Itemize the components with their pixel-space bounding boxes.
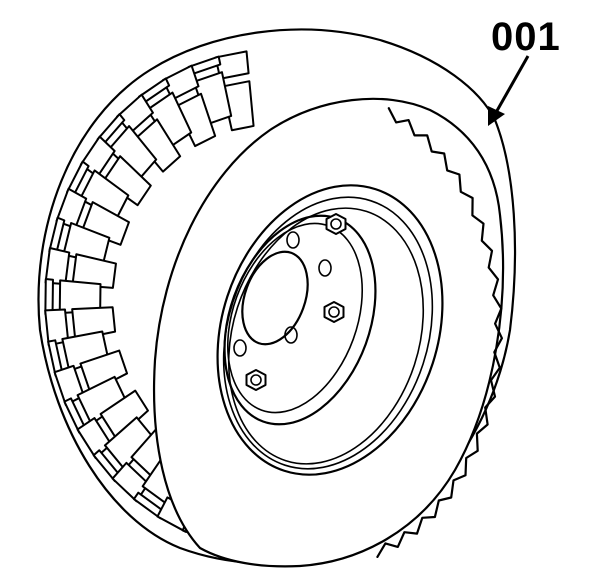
hub-hole [286, 231, 300, 249]
hub-hole [233, 339, 247, 357]
lug-nut-stud [250, 374, 262, 386]
lug-nut-group [245, 213, 347, 391]
callout-arrowhead [488, 106, 505, 126]
lug-nut-stud [330, 218, 342, 230]
rim-flange-inner [227, 207, 425, 465]
lug-nut [323, 301, 345, 323]
hub-hole [318, 259, 332, 277]
lug-nut-stud [328, 306, 340, 318]
lug-nut [245, 369, 267, 391]
tread-lug [44, 278, 54, 316]
part-callout-label: 001 [491, 15, 561, 59]
callout-leader-line [492, 55, 530, 117]
center-bore [241, 250, 309, 346]
rim-outer-edge [216, 184, 444, 476]
hub-holes [233, 231, 332, 357]
lug-nut [325, 213, 347, 235]
tire-sidewall [152, 97, 505, 568]
hub-hole [284, 326, 298, 344]
tread-edge-teeth [376, 107, 503, 558]
